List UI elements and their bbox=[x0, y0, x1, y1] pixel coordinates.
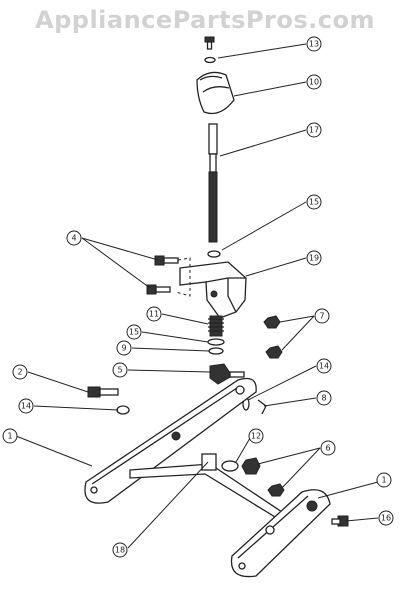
callout-10: 10 bbox=[306, 74, 322, 90]
nut-part bbox=[241, 457, 261, 475]
callout-label: 6 bbox=[325, 444, 330, 453]
washer-part bbox=[207, 338, 225, 346]
spring-part bbox=[208, 315, 224, 337]
callout-7: 7 bbox=[314, 308, 330, 324]
bolts-part bbox=[146, 255, 191, 297]
callout-label: 18 bbox=[115, 546, 125, 555]
callout-9: 9 bbox=[116, 340, 132, 356]
callout-8: 8 bbox=[316, 390, 332, 406]
callout-2: 2 bbox=[12, 364, 28, 380]
callout-4: 4 bbox=[66, 230, 82, 246]
callout-label: 12 bbox=[251, 432, 261, 441]
callout-1: 1 bbox=[376, 472, 392, 488]
watermark: AppliancePartsPros.com bbox=[35, 6, 375, 34]
callout-label: 15 bbox=[129, 328, 139, 337]
callout-label: 14 bbox=[319, 362, 329, 371]
upper-arm-part bbox=[84, 377, 257, 504]
callout-label: 7 bbox=[319, 312, 324, 321]
callout-18: 18 bbox=[112, 542, 128, 558]
bracket-part bbox=[179, 261, 247, 319]
callout-label: 8 bbox=[321, 394, 326, 403]
callout-label: 14 bbox=[21, 402, 31, 411]
callout-label: 2 bbox=[17, 368, 22, 377]
callout-label: 5 bbox=[117, 366, 122, 375]
callout-15: 15 bbox=[126, 324, 142, 340]
callout-label: 16 bbox=[381, 514, 391, 523]
callout-label: 10 bbox=[309, 78, 319, 87]
leader-lines bbox=[15, 43, 379, 549]
callout-17: 17 bbox=[306, 122, 322, 138]
nut-part bbox=[267, 483, 285, 497]
bolt-part bbox=[87, 386, 119, 398]
callout-label: 17 bbox=[309, 126, 319, 135]
pivot-block-part bbox=[209, 363, 245, 385]
callout-1: 1 bbox=[2, 428, 18, 444]
callout-14: 14 bbox=[18, 398, 34, 414]
screw-part bbox=[204, 36, 216, 64]
knob-part bbox=[196, 71, 235, 115]
ring-part bbox=[208, 347, 224, 355]
callout-label: 13 bbox=[309, 40, 319, 49]
washer-part bbox=[221, 460, 239, 472]
callout-12: 12 bbox=[248, 428, 264, 444]
nuts-part bbox=[263, 315, 283, 359]
callout-label: 1 bbox=[7, 432, 12, 441]
callout-5: 5 bbox=[112, 362, 128, 378]
callout-19: 19 bbox=[306, 250, 322, 266]
callout-label: 9 bbox=[121, 344, 126, 353]
washer-part bbox=[207, 250, 221, 258]
callout-label: 4 bbox=[71, 234, 76, 243]
callout-label: 19 bbox=[309, 254, 319, 263]
callout-15: 15 bbox=[306, 194, 322, 210]
bolt-part bbox=[331, 515, 349, 527]
callout-6: 6 bbox=[320, 440, 336, 456]
callout-13: 13 bbox=[306, 36, 322, 52]
callout-11: 11 bbox=[146, 306, 162, 322]
callout-14: 14 bbox=[316, 358, 332, 374]
callout-label: 11 bbox=[149, 310, 159, 319]
callout-label: 15 bbox=[309, 198, 319, 207]
threaded-shaft-part bbox=[208, 123, 218, 243]
callout-16: 16 bbox=[378, 510, 394, 526]
washer-part bbox=[116, 405, 130, 415]
callout-label: 1 bbox=[381, 476, 386, 485]
lower-arm-part bbox=[230, 489, 331, 578]
cotter-pin-part bbox=[257, 399, 267, 415]
